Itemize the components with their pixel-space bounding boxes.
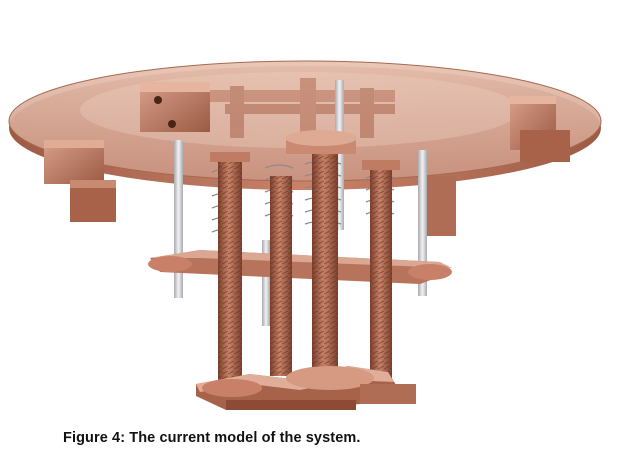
front-clamp [140,82,210,132]
middle-plate [148,250,452,284]
cad-model-render [8,60,602,410]
column-caps [210,130,400,170]
left-clamp [44,140,116,222]
threaded-columns [218,150,392,392]
guide-rods [174,80,427,326]
upper-frame [205,78,395,138]
bottom-base [196,366,416,410]
figure-caption: Figure 4: The current model of the syste… [63,430,361,446]
